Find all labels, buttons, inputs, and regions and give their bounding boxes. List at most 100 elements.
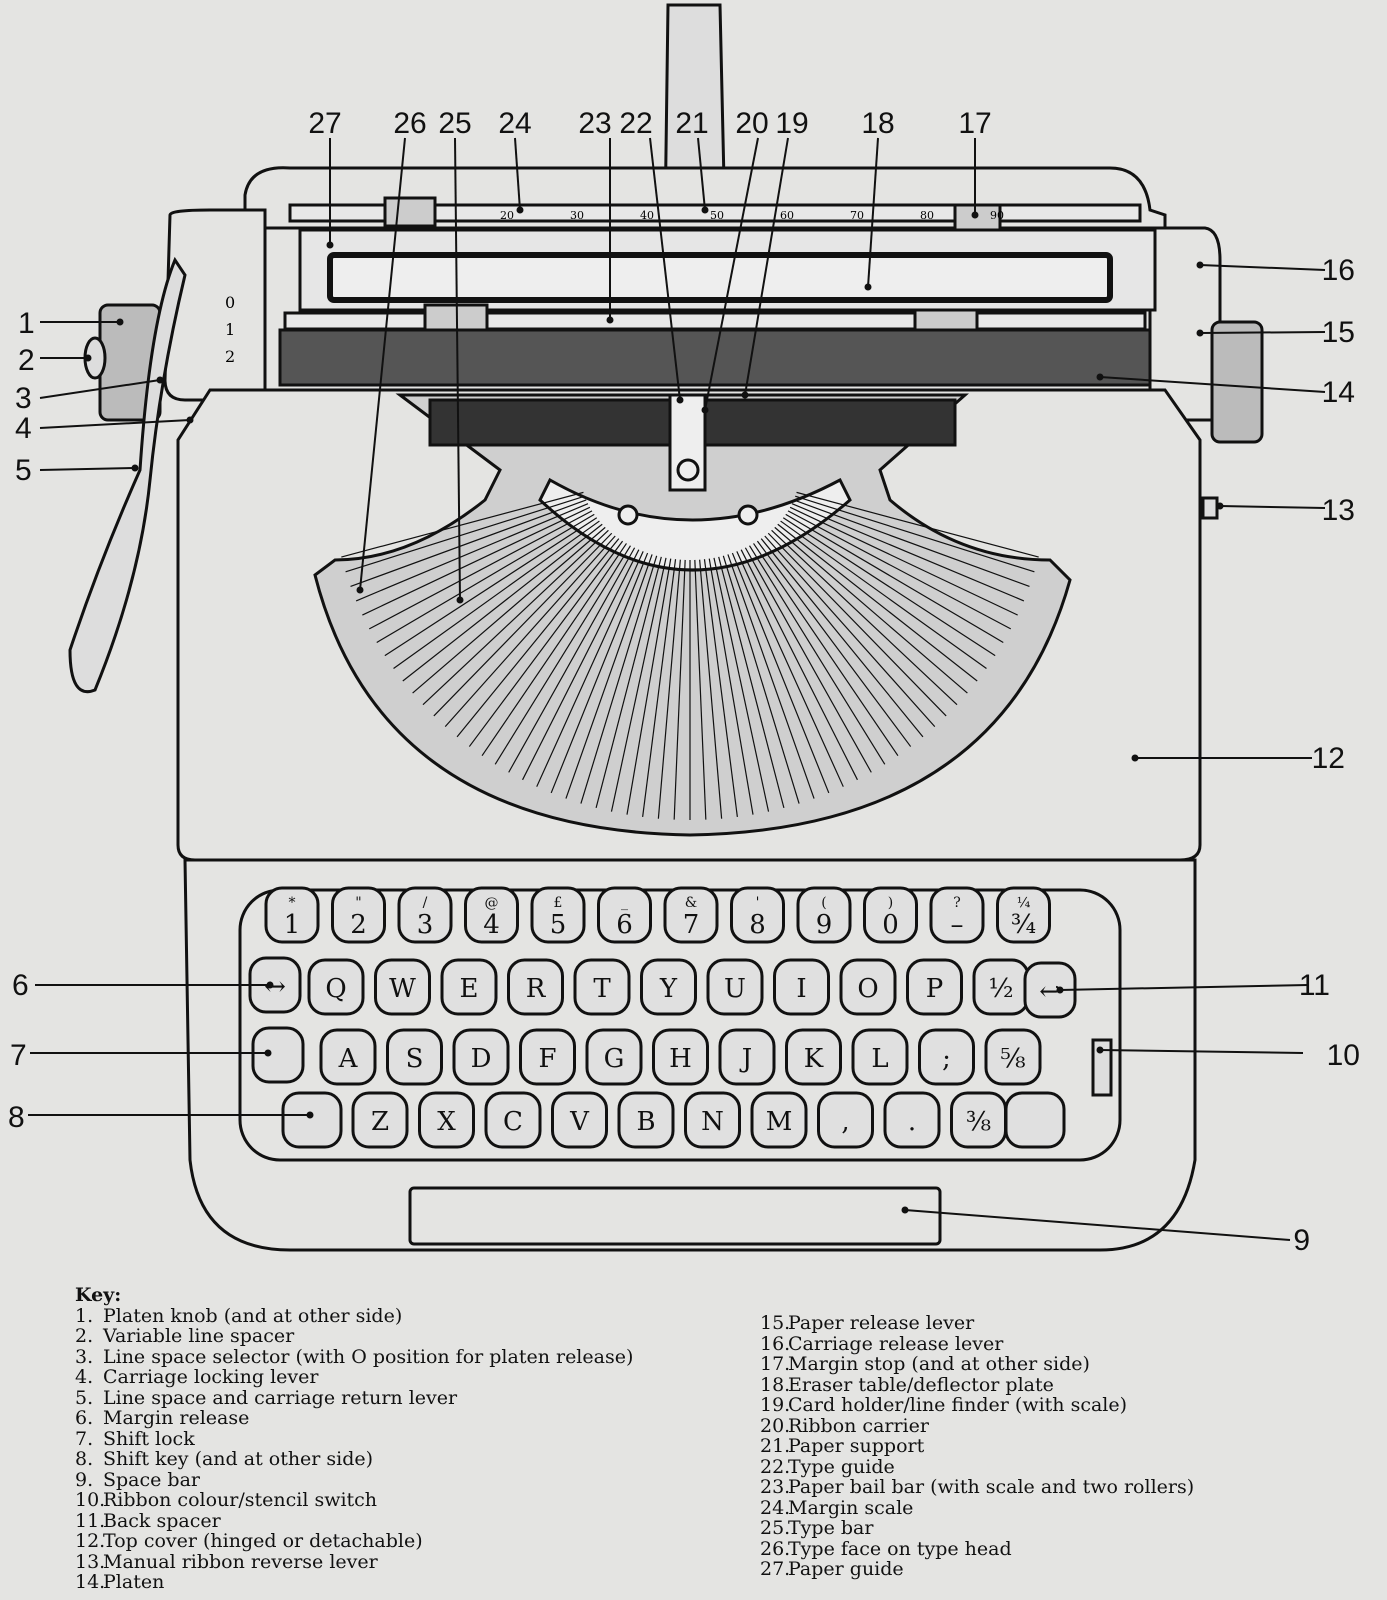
keyboard-key[interactable]: @4 — [464, 886, 519, 944]
keyboard-key[interactable]: &7 — [663, 886, 719, 944]
type-bar — [368, 510, 593, 630]
type-bar — [508, 547, 636, 773]
keyboard-key[interactable]: I — [773, 958, 830, 1016]
type-bar — [657, 559, 681, 819]
keyboard-key[interactable]: _6 — [597, 886, 652, 944]
keyboard-key[interactable]: ; — [918, 1028, 975, 1086]
legend-item: 7.Shift lock — [75, 1428, 633, 1450]
legend-item-number: 10. — [75, 1489, 106, 1511]
callout-dot — [456, 596, 464, 604]
type-bar — [756, 540, 912, 747]
key-char: 0 — [882, 910, 899, 940]
legend-item: 1.Platen knob (and at other side) — [75, 1305, 633, 1327]
legend-item-number: 21. — [760, 1435, 791, 1457]
keyboard-key[interactable]: ⅜ — [950, 1091, 1007, 1149]
keyboard-key[interactable]: ⅝ — [984, 1028, 1042, 1086]
keyboard-key[interactable]: A — [319, 1028, 377, 1086]
keyboard-key[interactable]: O — [839, 958, 897, 1016]
keyboard-key[interactable]: S — [386, 1028, 443, 1086]
keyboard-key[interactable]: R — [507, 958, 564, 1016]
callout-dot — [1056, 986, 1064, 994]
keyboard-key[interactable]: Y — [640, 958, 697, 1016]
keyboard-key[interactable]: ↩ — [1023, 961, 1077, 1019]
keyboard-key[interactable]: Z — [351, 1091, 409, 1149]
keyboard-key[interactable]: V — [551, 1091, 608, 1149]
callout-9: 9 — [1293, 1224, 1310, 1257]
key-shift-char: £ — [554, 895, 563, 911]
key-char: Q — [325, 974, 346, 1004]
keyboard-key[interactable]: E — [440, 958, 498, 1016]
keyboard-key[interactable]: ½ — [972, 958, 1030, 1016]
callout-dot — [516, 206, 524, 214]
keyboard-key[interactable]: F — [519, 1028, 576, 1086]
callout-dot — [84, 354, 92, 362]
keyboard-key[interactable]: Q — [307, 958, 365, 1016]
type-bar — [771, 529, 958, 706]
keyboard-key[interactable]: )0 — [863, 886, 918, 944]
keyboard-key[interactable]: X — [418, 1091, 475, 1149]
keyboard-key[interactable]: H — [652, 1028, 709, 1086]
key-char: S — [406, 1044, 424, 1074]
keyboard-key[interactable] — [1004, 1091, 1066, 1149]
space-bar[interactable] — [408, 1186, 942, 1246]
type-bar — [694, 559, 707, 820]
ribbon-switch[interactable] — [1091, 1038, 1113, 1097]
legend-item: 16.Carriage release lever — [760, 1333, 1194, 1355]
keyboard-key[interactable]: ¼¾ — [996, 886, 1051, 944]
legend-item-text: Paper guide — [788, 1558, 904, 1580]
keyboard-key[interactable]: G — [585, 1028, 643, 1086]
callout-13: 13 — [1322, 494, 1355, 527]
callout-12: 12 — [1312, 742, 1345, 775]
keyboard-key[interactable] — [281, 1091, 343, 1149]
type-bar — [565, 554, 653, 799]
type-basket — [313, 393, 1072, 837]
ribbon-reverse-lever[interactable] — [1201, 496, 1219, 520]
legend-item: 13.Manual ribbon reverse lever — [75, 1550, 633, 1573]
callout-dot — [1131, 754, 1139, 762]
callout-11: 11 — [1299, 969, 1330, 1002]
type-bar — [767, 532, 947, 717]
keyboard-key[interactable]: ↔ — [248, 956, 302, 1014]
keyboard-key[interactable]: T — [573, 958, 631, 1016]
legend-item-text: Manual ribbon reverse lever — [103, 1550, 378, 1573]
keyboard-key[interactable]: , — [817, 1091, 874, 1149]
legend-item: 26.Type face on type head — [760, 1537, 1194, 1560]
keyboard-key[interactable]: ?– — [929, 886, 985, 944]
callout-18: 18 — [861, 107, 894, 140]
keyboard-key[interactable]: (9 — [796, 886, 852, 944]
keyboard-key[interactable]: D — [452, 1028, 510, 1086]
callout-8: 8 — [8, 1101, 25, 1134]
type-bar — [774, 526, 968, 694]
keyboard-key[interactable]: *1 — [264, 886, 320, 944]
keyboard-key[interactable] — [251, 1026, 305, 1084]
legend-item-text: Type face on type head — [788, 1537, 1012, 1560]
keyboard-key[interactable]: K — [785, 1028, 842, 1086]
legend-item: 18.Eraser table/deflector plate — [760, 1374, 1194, 1396]
keyboard-key[interactable]: U — [706, 958, 764, 1016]
keyboard-key[interactable]: '8 — [730, 886, 785, 944]
keyboard-key[interactable]: N — [684, 1091, 741, 1149]
keyboard-key[interactable]: /3 — [397, 886, 453, 944]
callout-leader-line — [867, 137, 879, 288]
scale-mark: 60 — [780, 209, 794, 222]
keyboard-key[interactable]: B — [617, 1091, 675, 1149]
keyboard-key[interactable]: "2 — [331, 886, 386, 944]
type-bar — [626, 558, 672, 815]
legend-item: 25.Type bar — [760, 1518, 1194, 1539]
keyboard-key[interactable]: £5 — [530, 886, 586, 944]
keyboard-key[interactable]: W — [374, 958, 431, 1016]
keyboard-key[interactable]: C — [484, 1091, 542, 1149]
legend-left: Key: 1.Platen knob (and at other side)2.… — [75, 1285, 633, 1593]
keyboard-key[interactable]: M — [750, 1091, 808, 1149]
legend-item-text: Type bar — [788, 1517, 874, 1539]
keyboard-key[interactable]: L — [851, 1028, 909, 1086]
keyboard-key[interactable]: J — [718, 1028, 776, 1086]
legend-item-text: Paper bail bar (with scale and two rolle… — [788, 1476, 1195, 1498]
legend-item: 22.Type guide — [760, 1456, 1194, 1478]
legend-item-number: 25. — [760, 1517, 791, 1539]
keyboard-key[interactable]: . — [883, 1091, 941, 1149]
keyboard-key[interactable]: P — [906, 958, 963, 1016]
scale-mark: 50 — [710, 209, 724, 222]
legend-item: 12.Top cover (hinged or detachable) — [75, 1531, 633, 1552]
